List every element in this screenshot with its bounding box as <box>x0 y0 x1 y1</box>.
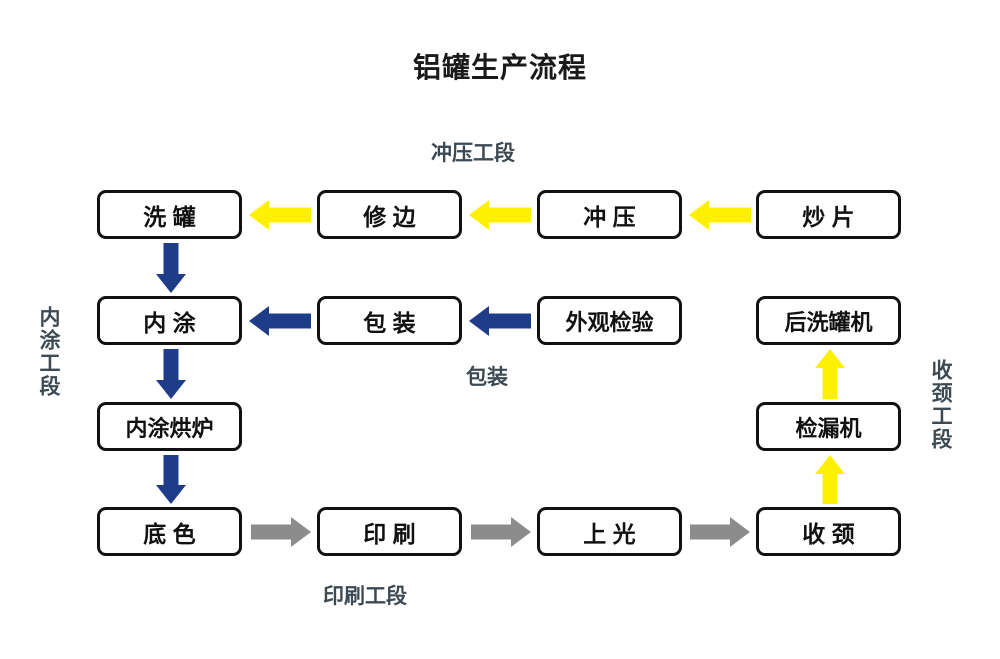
node-post-washer[interactable]: 后洗罐机 <box>756 296 901 345</box>
node-base-coat[interactable]: 底 色 <box>97 507 242 556</box>
arrow-shaft <box>822 473 837 504</box>
node-inner-coating-oven[interactable]: 内涂烘炉 <box>97 402 242 451</box>
arrow-shaft <box>487 207 531 222</box>
arrow-head <box>249 305 269 336</box>
arrow-shaft <box>267 313 311 328</box>
arrow-cup-blanking-to-stamping <box>689 199 751 230</box>
arrow-inner-coating-to-oven <box>152 349 189 399</box>
arrow-shaft <box>251 524 293 539</box>
arrow-head <box>155 485 186 504</box>
arrow-appearance-inspection-to-packaging <box>249 305 311 336</box>
node-necking[interactable]: 收 颈 <box>756 507 901 556</box>
arrow-oven-to-base-coat <box>152 455 189 504</box>
section-label-stamping: 冲压工段 <box>431 142 515 165</box>
arrow-head <box>511 516 531 547</box>
page-title: 铝罐生产流程 <box>412 52 587 83</box>
arrow-head <box>155 380 186 399</box>
arrow-post-washer-to-appearance-inspection <box>469 305 531 336</box>
arrow-shaft <box>487 313 531 328</box>
node-stamping[interactable]: 冲 压 <box>537 190 682 239</box>
arrow-head <box>689 199 709 230</box>
section-label-packaging: 包装 <box>466 366 508 389</box>
arrow-stamping-to-trimming <box>469 199 531 230</box>
section-label-inner-coating: 内涂工段 <box>37 306 60 398</box>
arrow-base-coat-to-printing <box>251 516 311 547</box>
node-printing[interactable]: 印 刷 <box>317 507 462 556</box>
arrow-wash-can-to-inner-coating <box>152 243 189 293</box>
arrow-shaft <box>163 243 178 275</box>
arrow-head <box>730 516 750 547</box>
arrow-necking-to-leak-tester <box>811 455 848 504</box>
arrow-head <box>469 305 489 336</box>
arrow-shaft <box>163 349 178 381</box>
node-trimming[interactable]: 修 边 <box>317 190 462 239</box>
node-varnishing[interactable]: 上 光 <box>537 507 682 556</box>
arrow-shaft <box>707 207 751 222</box>
section-label-necking: 收颈工段 <box>929 359 952 451</box>
node-packaging[interactable]: 包 装 <box>317 296 462 345</box>
arrow-shaft <box>267 207 311 222</box>
node-wash-can[interactable]: 洗 罐 <box>97 190 242 239</box>
arrow-shaft <box>822 367 837 399</box>
arrow-shaft <box>471 524 513 539</box>
arrow-printing-to-varnishing <box>471 516 531 547</box>
arrow-head <box>155 274 186 293</box>
section-label-printing: 印刷工段 <box>323 585 407 608</box>
node-cup-blanking[interactable]: 炒 片 <box>756 190 901 239</box>
arrow-head <box>814 349 845 368</box>
node-inner-coating[interactable]: 内 涂 <box>97 296 242 345</box>
node-appearance-inspection[interactable]: 外观检验 <box>537 296 682 345</box>
arrow-varnishing-to-necking <box>690 516 750 547</box>
arrow-head <box>814 455 845 474</box>
arrow-shaft <box>163 455 178 486</box>
arrow-head <box>249 199 269 230</box>
arrow-head <box>291 516 311 547</box>
node-leak-tester[interactable]: 检漏机 <box>756 402 901 451</box>
arrow-shaft <box>690 524 732 539</box>
arrow-trimming-to-wash-can <box>249 199 311 230</box>
arrow-leak-tester-to-post-washer <box>811 349 848 399</box>
arrow-head <box>469 199 489 230</box>
